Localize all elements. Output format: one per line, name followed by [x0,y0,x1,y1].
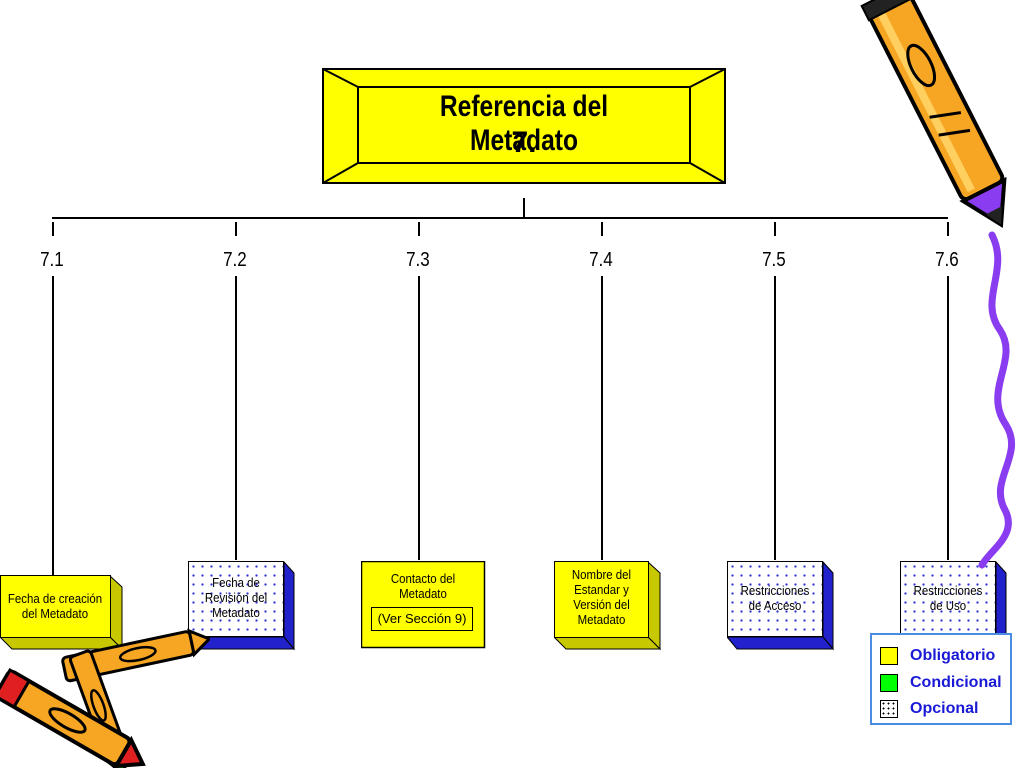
crayon-icon [0,628,210,768]
node-7-2-line-3: Metadato [212,605,260,620]
title-box: Referencia del Metadato 7. [322,68,726,184]
node-7-6-line-2: de Uso [929,598,967,613]
legend-item-condicional: Condicional [880,672,1002,694]
node-7-3-note: (Ver Sección 9) [371,607,473,631]
node-number-7-2: 7.2 [223,249,247,271]
node-number-7-6: 7.6 [935,249,959,271]
node-7-6-line-1: Restricciones [913,583,983,598]
legend-swatch-dotted [880,700,898,718]
title-line-1: Referencia del Metadato [439,90,609,157]
node-7-5-line-2: de Acceso [748,598,802,613]
node-number-7-5: 7.5 [762,249,786,271]
node-box-7-5: Restricciones de Acceso [727,561,835,651]
node-7-4-line-2: Estandar y [574,582,629,597]
node-number-7-3: 7.3 [406,249,430,271]
node-box-7-3: Contacto del Metadato (Ver Sección 9) [361,561,487,651]
legend-label-opcional: Opcional [910,700,979,717]
legend-swatch-green [880,674,898,692]
pencil-icon [860,0,1015,569]
legend-swatch-yellow [880,647,898,665]
node-number-7-1: 7.1 [40,249,64,271]
legend-label-obligatorio: Obligatorio [910,647,996,664]
node-box-7-4: Nombre del Estandar y Versión del Metada… [554,561,662,651]
legend-label-condicional: Condicional [910,674,1002,691]
node-7-1-line-2: del Metadato [21,606,89,621]
node-number-7-4: 7.4 [589,249,613,271]
node-7-2-line-2: Revisión del [204,590,268,605]
node-7-2-line-1: Fecha de [212,575,260,590]
title-line-2: 7. [511,126,537,159]
node-7-4-line-3: Versión del [573,597,630,612]
node-7-3-line-1: Contacto del [390,571,456,586]
legend-item-opcional: Opcional [880,698,978,720]
node-7-1-line-1: Fecha de creación [7,591,103,606]
legend-item-obligatorio: Obligatorio [880,645,995,667]
node-7-3-line-2: Metadato [399,586,447,601]
node-7-4-line-1: Nombre del [571,567,632,582]
node-7-4-line-4: Metadato [577,612,626,627]
node-box-7-1: Fecha de creación del Metadato [0,575,124,651]
node-7-5-line-1: Restricciones [740,583,810,598]
node-box-7-2: Fecha de Revisión del Metadato [188,561,296,651]
legend: Obligatorio Condicional Opcional [870,633,1012,725]
